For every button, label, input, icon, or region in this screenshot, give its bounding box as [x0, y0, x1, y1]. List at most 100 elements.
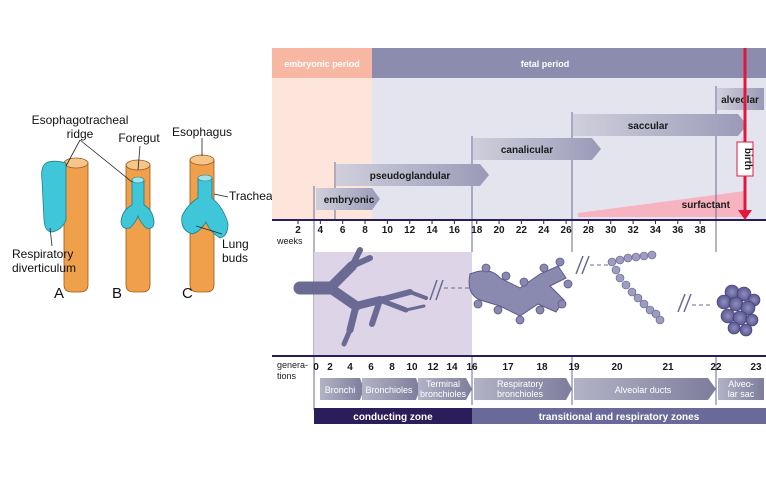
generation-tick-label: 17	[502, 362, 514, 373]
conducting-zone-label: conducting zone	[353, 412, 433, 423]
week-tick-label: 16	[449, 225, 461, 236]
birth-label-box	[736, 141, 754, 177]
segment-label-respiratory-line1: Respiratory	[497, 379, 544, 389]
panel-a-illustration	[41, 157, 89, 293]
week-tick-label: 12	[404, 225, 416, 236]
saccular-structure-illustration	[607, 250, 665, 325]
generation-tick-label: 14	[446, 362, 458, 373]
generations-label-line1: genera-	[277, 360, 308, 370]
label-esophagotracheal-ridge-line1: Esophagotracheal	[32, 113, 129, 127]
segment-label-bronchi: Bronchi	[325, 385, 356, 395]
generation-tick-label: 23	[750, 362, 762, 373]
panel-label-a: A	[54, 285, 64, 302]
week-tick-label: 20	[493, 225, 505, 236]
week-tick-label: 24	[538, 225, 550, 236]
week-tick-label: 30	[605, 225, 617, 236]
stage-label-surfactant: surfactant	[682, 200, 731, 211]
alveolar-sac-illustration	[716, 284, 761, 337]
panel-label-c: C	[182, 285, 193, 302]
generation-tick-label: 12	[427, 362, 439, 373]
segment-label-alveolar-ducts: Alveolar ducts	[615, 385, 672, 395]
generation-tick-label: 4	[347, 362, 353, 373]
segment-bronchi	[320, 378, 364, 400]
segment-label-alveolar-sac-line1: Alveo-	[728, 379, 754, 389]
week-tick-label: 10	[382, 225, 394, 236]
stage-arrow-canalicular	[473, 138, 601, 160]
segment-alveolar-sac	[718, 378, 764, 400]
stage-arrow-saccular	[573, 114, 747, 136]
segment-label-alveolar-sac-line2: lar sac	[728, 389, 755, 399]
generation-tick-label: 16	[466, 362, 478, 373]
generation-tick-label: 2	[327, 362, 333, 373]
fetal-period-label: fetal period	[521, 59, 570, 69]
birth-label: birth	[742, 148, 753, 170]
fetal-period-bar	[372, 48, 766, 78]
generation-tick-label: 10	[406, 362, 418, 373]
foregut-development-figure: Esophagotracheal ridge Foregut Esophagus…	[6, 112, 273, 307]
break-mark-2	[575, 255, 590, 275]
week-tick-label: 14	[426, 225, 438, 236]
stage-label-canalicular: canalicular	[501, 145, 553, 156]
canalicular-structure-illustration	[468, 257, 573, 325]
transitional-zone-bar	[472, 408, 766, 424]
label-trachea: Trachea	[229, 189, 273, 203]
week-tick-marks	[297, 220, 701, 224]
label-esophagus: Esophagus	[172, 125, 232, 139]
bronchial-tree-illustration	[293, 247, 428, 347]
weeks-label: weeks	[276, 236, 303, 246]
segment-alveolar-ducts	[574, 378, 716, 400]
label-foregut: Foregut	[118, 131, 160, 145]
label-respiratory-diverticulum-line1: Respiratory	[12, 247, 73, 261]
generation-tick-label: 0	[313, 362, 319, 373]
generation-tick-label: 18	[536, 362, 548, 373]
embryonic-period-bar	[272, 48, 372, 78]
generations-label-line2: tions	[277, 371, 297, 381]
label-lung-buds-line1: Lung	[222, 237, 249, 251]
stage-label-alveolar: alveolar	[721, 95, 759, 106]
week-tick-label: 36	[672, 225, 684, 236]
panel-c-illustration	[181, 154, 229, 293]
generation-tick-label: 19	[568, 362, 580, 373]
stage-arrows	[316, 88, 764, 210]
break-mark-3	[677, 293, 692, 313]
generation-tick-label: 21	[662, 362, 674, 373]
week-tick-label: 26	[561, 225, 573, 236]
week-tick-label: 28	[583, 225, 595, 236]
week-tick-label: 34	[650, 225, 662, 236]
week-tick-label: 2	[295, 225, 301, 236]
stage-arrow-pseudoglandular	[336, 164, 489, 186]
surfactant-wedge	[578, 191, 745, 217]
panel-b-illustration	[120, 159, 155, 293]
break-mark-1	[429, 279, 444, 301]
stage-label-pseudoglandular: pseudoglandular	[370, 171, 451, 182]
week-tick-label: 22	[516, 225, 528, 236]
generation-tick-label: 8	[389, 362, 395, 373]
segment-label-terminal-line2: bronchioles	[420, 389, 467, 399]
week-tick-label: 38	[695, 225, 707, 236]
label-lung-buds-line2: buds	[222, 251, 248, 265]
week-tick-label: 4	[318, 225, 324, 236]
segment-bronchioles	[362, 378, 420, 400]
airway-segments	[320, 378, 764, 400]
segment-label-terminal-line1: Terminal	[426, 379, 460, 389]
week-tick-label: 18	[471, 225, 483, 236]
label-esophagotracheal-ridge-line2: ridge	[67, 127, 94, 141]
stage-arrow-alveolar	[717, 88, 764, 110]
conducting-zone-bar	[314, 408, 472, 424]
stage-label-saccular: saccular	[628, 121, 669, 132]
stage-label-embryonic: embryonic	[324, 195, 375, 206]
label-respiratory-diverticulum-line2: diverticulum	[12, 261, 76, 275]
embryonic-period-label: embryonic period	[284, 59, 360, 69]
segment-terminal-bronchioles	[418, 378, 472, 400]
week-tick-label: 6	[340, 225, 346, 236]
week-tick-label: 32	[628, 225, 640, 236]
birth-arrowhead	[738, 210, 752, 220]
panel-label-b: B	[112, 285, 122, 302]
segment-label-bronchioles: Bronchioles	[365, 385, 413, 395]
stage-arrow-embryonic	[316, 188, 380, 210]
transitional-zone-label: transitional and respiratory zones	[539, 412, 700, 423]
generation-tick-label: 22	[710, 362, 722, 373]
